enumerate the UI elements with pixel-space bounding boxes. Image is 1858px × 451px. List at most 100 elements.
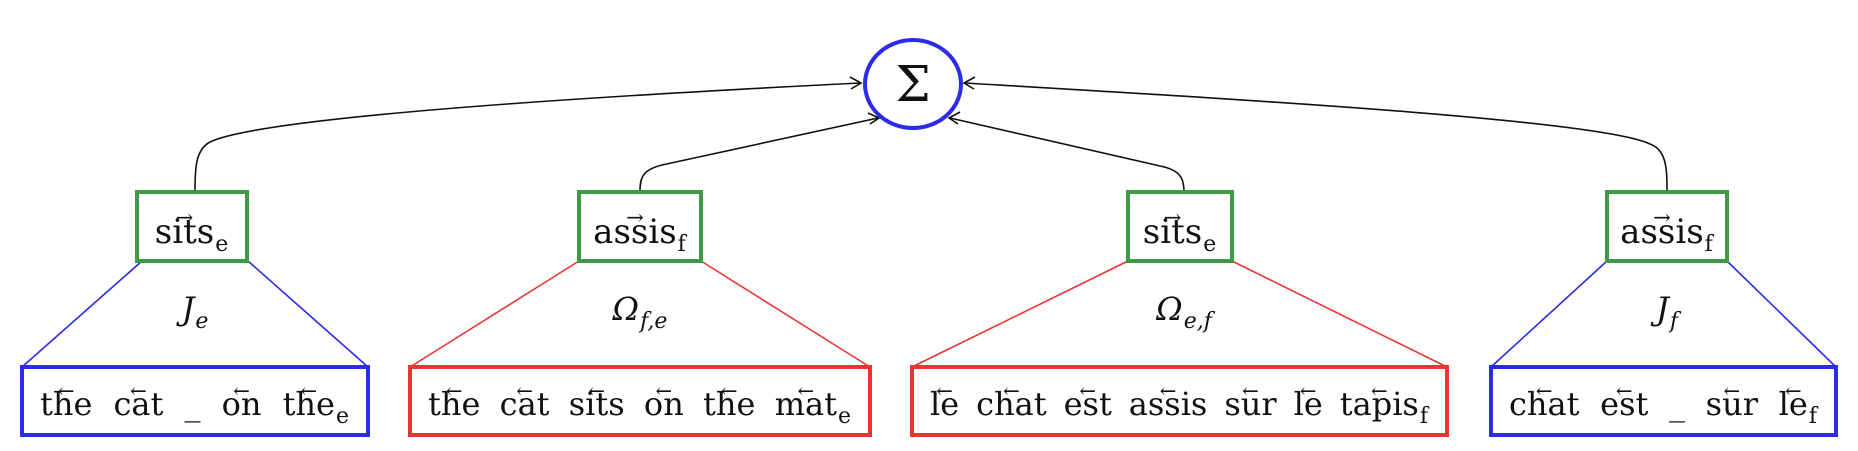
label-main: J [1650,290,1671,328]
token-2-4-text: sur [1224,385,1277,423]
token-1-4: the← [703,379,755,423]
token-1-3-arrow: ← [656,379,673,402]
node-box-2 [1126,190,1234,263]
token-3-4-text: le [1779,385,1808,423]
token-1-4-arrow: ← [721,379,738,402]
token-box-3 [1489,365,1838,437]
token-3-1: est← [1600,379,1648,423]
token-1-3-text: on [644,385,684,423]
node-word-1-arrow: → [626,204,644,229]
token-2-4: sur← [1224,379,1277,423]
node-word-2-sub: e [1203,232,1216,257]
label-main: Ω [1155,290,1183,328]
token-0-4-arrow: ← [300,379,317,402]
token-2-0-text: le [930,385,959,423]
token-0-3-arrow: ← [233,379,250,402]
token-2-5: le← [1294,379,1323,423]
sum-symbol: Σ [895,55,930,113]
token-3-4-sub: f [1809,404,1819,429]
token-1-2-arrow: ← [588,379,605,402]
token-3-0-arrow: ← [1536,379,1553,402]
token-1-0: the← [428,379,480,423]
token-0-0-arrow: ← [58,379,75,402]
node-word-3-arrow: → [1653,204,1671,229]
label-main: J [176,290,197,328]
node-word-2-text: sits [1143,212,1202,252]
sum-node: Σ [863,38,963,130]
token-2-1: chat← [976,379,1047,423]
token-box-2 [910,365,1449,437]
token-2-3-arrow: ← [1160,379,1177,402]
token-0-1: cat← [114,379,164,423]
token-2-3: assis← [1129,379,1208,423]
token-0-1-arrow: ← [130,379,147,402]
node-word-3-sub: f [1705,232,1715,257]
token-1-1-text: cat [500,385,550,423]
token-2-2-text: est [1064,385,1112,423]
token-0-0: the← [40,379,92,423]
edge-node-1 [639,117,879,193]
fan-line-left [911,260,1129,368]
fan-line-left [409,260,580,368]
token-0-2: _ [184,385,200,423]
edge-node-3 [964,82,1668,193]
token-0-1-text: cat [114,385,164,423]
edge-node-0 [194,82,861,193]
token-3-3: sur← [1706,379,1759,423]
arrowhead-0 [849,76,863,90]
token-3-3-text: sur [1706,385,1759,423]
token-2-6-text: tapis [1340,385,1419,423]
token-1-1: cat← [500,379,550,423]
sum-arrowheads [849,76,976,125]
token-2-2-arrow: ← [1079,379,1096,402]
node-word-1-sub: f [678,232,688,257]
token-3-3-arrow: ← [1724,379,1741,402]
token-1-5-text: mat [775,385,837,423]
node-word-0-arrow: → [176,204,194,229]
token-2-2: est← [1064,379,1112,423]
token-2-5-arrow: ← [1300,379,1317,402]
token-0-4-text: the [283,385,335,423]
token-1-5-arrow: ← [798,379,815,402]
token-3-4-arrow: ← [1785,379,1802,402]
label-sub: f [1668,309,1682,334]
fan-line-right [1231,260,1448,368]
arrowhead-3 [962,76,976,90]
fan-line-right [247,260,369,368]
token-2-0: le← [930,379,959,423]
fan-line-right [700,260,871,368]
node-box-0 [135,190,249,263]
token-2-5-text: le [1294,385,1323,423]
token-1-2: sits← [569,379,625,423]
token-2-4-arrow: ← [1242,379,1259,402]
label-sub: e [195,309,208,334]
token-2-0-arrow: ← [936,379,953,402]
fan-line-right [1726,260,1837,368]
token-0-3-text: on [222,385,262,423]
token-0-2-text: _ [184,385,200,423]
token-1-1-arrow: ← [516,379,533,402]
node-word-1-text: assis [593,212,677,252]
edge-node-2 [949,117,1185,193]
token-3-2: _ [1669,385,1685,423]
token-3-1-arrow: ← [1616,379,1633,402]
token-1-4-text: the [703,385,755,423]
label-sub: f,e [638,309,667,334]
node-word-2-arrow: → [1164,204,1182,229]
sum-circle [863,38,963,130]
token-box-0 [20,365,370,437]
node-word-0-sub: e [215,232,228,257]
